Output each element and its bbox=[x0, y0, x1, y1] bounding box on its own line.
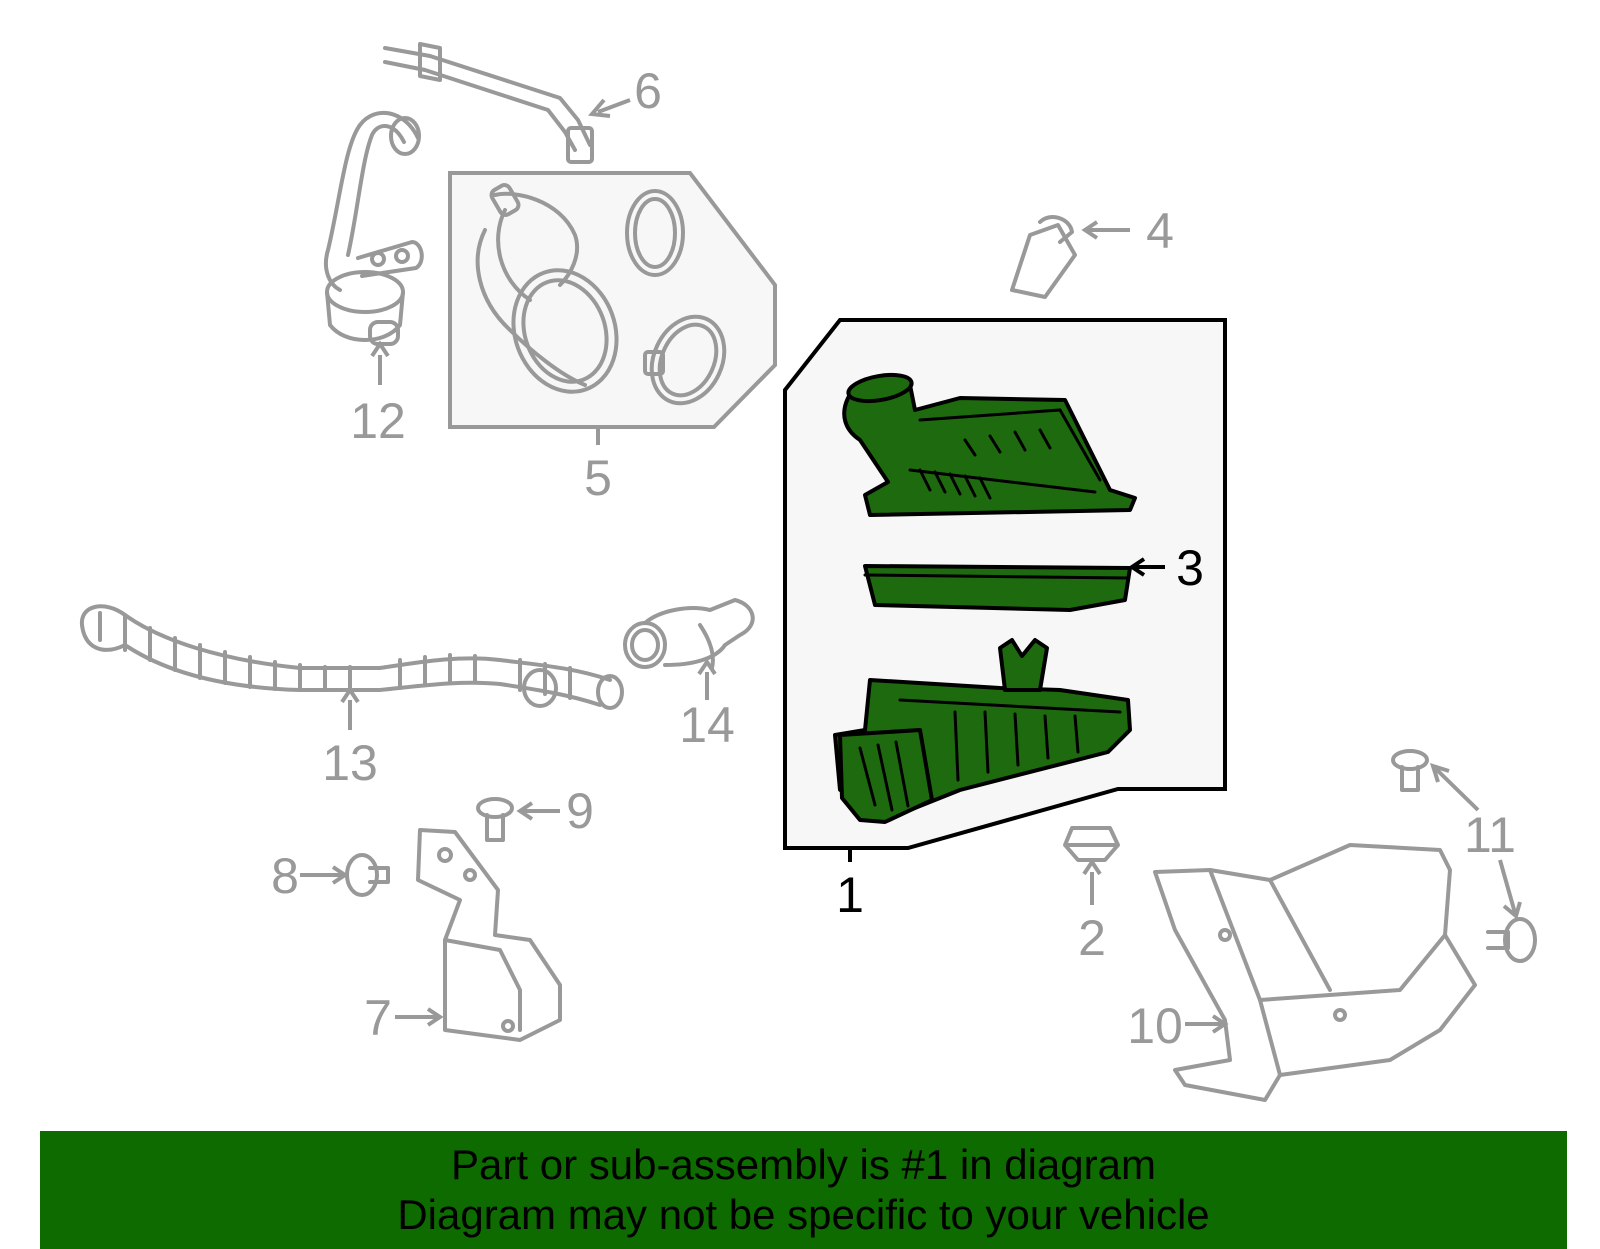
callout-6-leader bbox=[597, 98, 631, 114]
callout-11: 11 bbox=[1464, 807, 1516, 863]
callout-14: 14 bbox=[679, 697, 735, 753]
callout-2: 2 bbox=[1078, 910, 1106, 966]
part-14-small-duct bbox=[623, 598, 755, 700]
callout-9: 9 bbox=[566, 783, 594, 839]
part-1-air-cleaner-assembly-panel bbox=[783, 318, 1227, 862]
footer-line-disclaimer: Diagram may not be specific to your vehi… bbox=[397, 1191, 1210, 1238]
callout-10: 10 bbox=[1127, 998, 1183, 1054]
callout-1: 1 bbox=[836, 867, 864, 923]
part-8-clip bbox=[300, 853, 390, 897]
footer-banner: Part or sub-assembly is #1 in diagram Di… bbox=[40, 1131, 1567, 1249]
part-4-sensor bbox=[1010, 215, 1130, 299]
callout-8: 8 bbox=[271, 848, 299, 904]
callout-13: 13 bbox=[322, 735, 378, 791]
part-5-intake-duct-panel bbox=[448, 171, 777, 445]
callout-6-arrow bbox=[588, 98, 611, 118]
part-6-vent-tube bbox=[383, 42, 594, 164]
part-9-clip bbox=[476, 797, 560, 842]
callout-7: 7 bbox=[364, 990, 392, 1046]
part-11-clips bbox=[1391, 749, 1537, 963]
callout-12: 12 bbox=[350, 393, 406, 449]
part-13-hose bbox=[79, 604, 624, 730]
callout-3: 3 bbox=[1176, 540, 1204, 596]
callout-6: 6 bbox=[634, 63, 662, 119]
part-7-bracket bbox=[395, 828, 562, 1042]
part-10-tray bbox=[1153, 843, 1477, 1102]
footer-line-part-note: Part or sub-assembly is #1 in diagram bbox=[451, 1141, 1156, 1188]
callout-5: 5 bbox=[584, 450, 612, 506]
callout-4: 4 bbox=[1146, 203, 1174, 259]
part-12-pcv-hose bbox=[323, 110, 424, 385]
part-2-grommet bbox=[1063, 826, 1120, 905]
